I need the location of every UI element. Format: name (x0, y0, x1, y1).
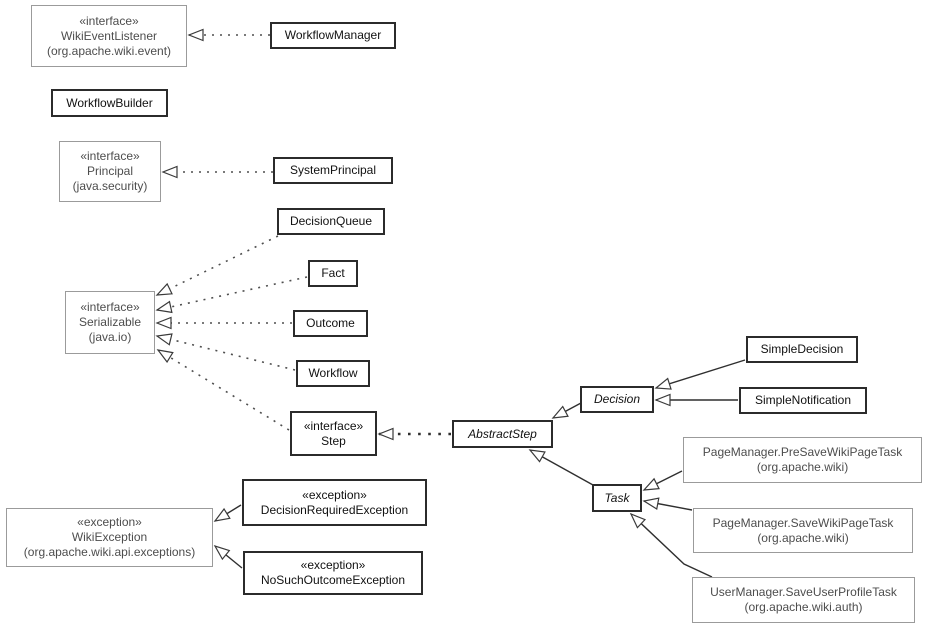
class-name: Outcome (306, 316, 355, 330)
edge-task-extends-abstract-step (528, 449, 594, 486)
class-box-pre-save-wiki-page-task[interactable]: PageManager.PreSaveWikiPageTask(org.apac… (683, 437, 922, 483)
class-name: DecisionRequiredException (260, 502, 409, 517)
class-package: (org.apache.wiki) (756, 460, 849, 474)
class-stereotype: «interface» (80, 149, 140, 163)
class-box-system-principal[interactable]: SystemPrincipal (273, 157, 393, 184)
class-name: PageManager.SaveWikiPageTask (712, 515, 894, 530)
class-box-outcome[interactable]: Outcome (293, 310, 368, 337)
class-name: UserManager.SaveUserProfileTask (710, 585, 897, 599)
class-package: (java.security) (72, 179, 148, 193)
edge-decision-required-exception-extends-wiki-exception (213, 504, 242, 522)
class-box-decision[interactable]: Decision (580, 386, 654, 413)
class-name: DecisionQueue (289, 214, 373, 228)
edge-workflow-implements-serializable (155, 333, 296, 371)
class-name: WikiException (71, 530, 148, 544)
class-name: Decision (593, 392, 641, 406)
class-box-save-user-profile-task[interactable]: UserManager.SaveUserProfileTask(org.apac… (692, 577, 915, 623)
class-stereotype: «exception» (300, 558, 366, 572)
class-package: (org.apache.wiki.auth) (744, 600, 863, 614)
edge-save-wiki-page-task-extends-task (642, 497, 693, 511)
edge-simple-decision-extends-decision (654, 359, 746, 390)
class-stereotype: «exception» (77, 515, 142, 529)
class-stereotype: «exception» (302, 487, 367, 502)
edge-fact-implements-serializable (155, 276, 308, 314)
class-package: (org.apache.wiki.event) (46, 43, 172, 58)
class-name: WorkflowManager (284, 28, 382, 42)
class-box-serializable[interactable]: «interface»Serializable(java.io) (65, 291, 155, 354)
class-package: (org.apache.wiki) (757, 530, 849, 545)
class-box-principal[interactable]: «interface»Principal(java.security) (59, 141, 161, 202)
class-name: WorkflowBuilder (66, 95, 153, 110)
class-name: PageManager.PreSaveWikiPageTask (702, 445, 903, 459)
class-box-wiki-event-listener[interactable]: «interface»WikiEventListener(org.apache.… (31, 5, 187, 67)
class-name: SimpleDecision (760, 342, 844, 356)
edge-decision-queue-implements-serializable (155, 235, 279, 296)
edge-no-such-outcome-exception-extends-wiki-exception (213, 544, 243, 569)
class-box-workflow[interactable]: Workflow (296, 360, 370, 387)
class-box-task[interactable]: Task (592, 484, 642, 512)
class-name: WikiEventListener (60, 28, 158, 43)
class-stereotype: «interface» (303, 418, 364, 433)
edge-pre-save-wiki-page-task-extends-task (642, 470, 683, 491)
class-name: Principal (86, 164, 134, 178)
class-box-workflow-manager[interactable]: WorkflowManager (270, 22, 396, 49)
class-name: Task (604, 490, 630, 505)
class-box-decision-required-exception[interactable]: «exception»DecisionRequiredException (242, 479, 427, 526)
class-box-decision-queue[interactable]: DecisionQueue (277, 208, 385, 235)
class-box-workflow-builder[interactable]: WorkflowBuilder (51, 89, 168, 117)
edge-step-implements-serializable (156, 349, 290, 431)
class-box-simple-notification[interactable]: SimpleNotification (739, 387, 867, 414)
class-box-wiki-exception[interactable]: «exception»WikiException(org.apache.wiki… (6, 508, 213, 567)
class-package: (java.io) (88, 330, 132, 344)
class-name: Fact (321, 266, 345, 280)
edge-decision-extends-abstract-step (551, 402, 582, 419)
class-box-abstract-step[interactable]: AbstractStep (452, 420, 553, 448)
class-name: Workflow (308, 366, 358, 380)
class-name: SystemPrincipal (289, 163, 377, 177)
class-box-simple-decision[interactable]: SimpleDecision (746, 336, 858, 363)
class-name: SimpleNotification (754, 393, 852, 407)
class-box-no-such-outcome-exception[interactable]: «exception»NoSuchOutcomeException (243, 551, 423, 595)
class-name: Step (321, 433, 346, 448)
class-box-step[interactable]: «interface»Step (290, 411, 377, 456)
class-package: (org.apache.wiki.api.exceptions) (23, 545, 196, 559)
class-stereotype: «interface» (79, 13, 139, 28)
class-stereotype: «interface» (80, 300, 140, 314)
class-box-save-wiki-page-task[interactable]: PageManager.SaveWikiPageTask(org.apache.… (693, 508, 913, 553)
class-name: AbstractStep (468, 426, 537, 441)
class-box-fact[interactable]: Fact (308, 260, 358, 287)
edge-save-user-profile-task-extends-task (629, 512, 713, 578)
class-name: NoSuchOutcomeException (260, 573, 406, 587)
class-name: Serializable (78, 315, 142, 329)
